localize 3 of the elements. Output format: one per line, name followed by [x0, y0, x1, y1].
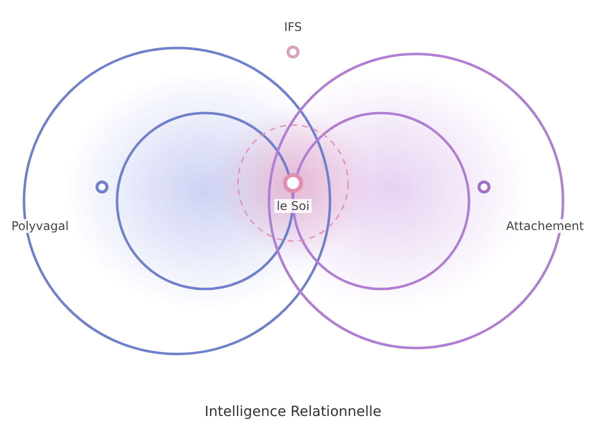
- circle-label: le Soi: [274, 199, 312, 213]
- circle-label: Attachement: [504, 219, 586, 233]
- circle-label: IFS: [282, 20, 304, 34]
